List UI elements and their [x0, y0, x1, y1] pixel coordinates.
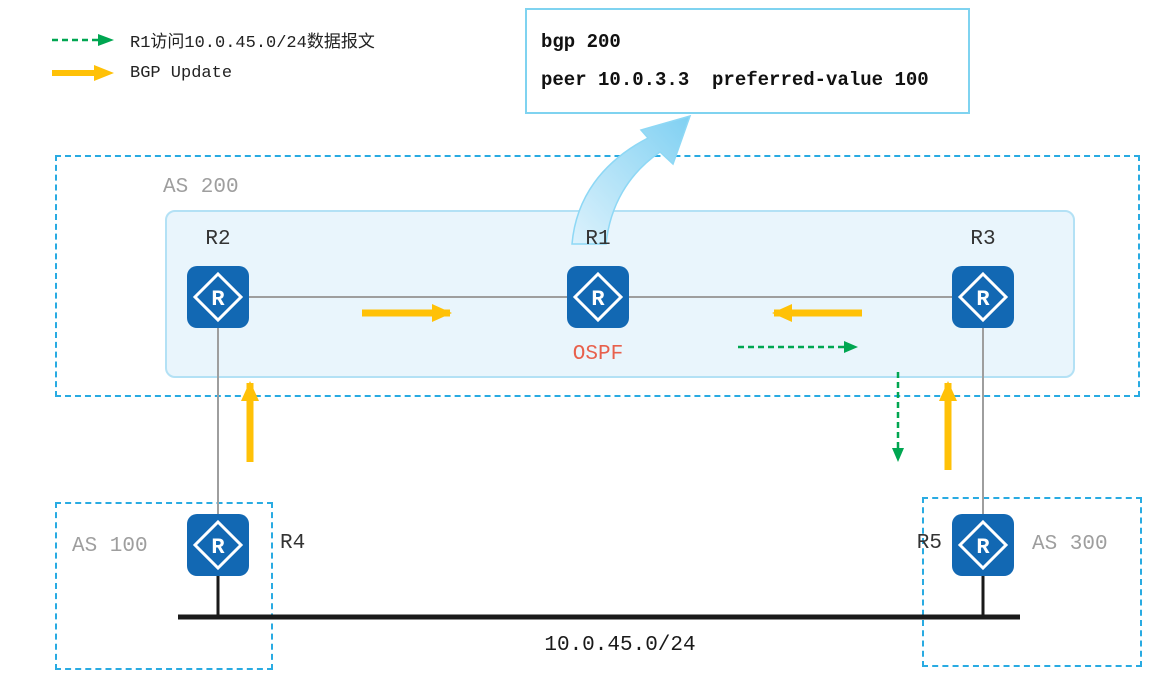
ospf-label: OSPF	[572, 343, 624, 366]
legend: R1访问10.0.45.0/24数据报文 BGP Update	[50, 30, 375, 83]
as300-label: AS 300	[1032, 533, 1108, 556]
svg-text:R: R	[591, 287, 605, 312]
legend-label-bgp-update: BGP Update	[130, 63, 233, 83]
svg-text:R: R	[976, 287, 990, 312]
green-dashed-arrow-icon	[52, 34, 114, 46]
legend-item-data-packet: R1访问10.0.45.0/24数据报文	[50, 30, 375, 53]
router-r5-label: R5	[916, 532, 942, 555]
router-r3-icon: R	[952, 266, 1014, 328]
router-r5-icon: R	[952, 514, 1014, 576]
config-line-bgp: bgp 200	[541, 30, 621, 53]
router-r2-label: R2	[205, 228, 231, 251]
subnet-label: 10.0.45.0/24	[544, 634, 696, 657]
legend-label-data-packet: R1访问10.0.45.0/24数据报文	[130, 34, 375, 53]
router-r4-icon: R	[187, 514, 249, 576]
svg-text:R: R	[211, 535, 225, 560]
router-r1-icon: R	[567, 266, 629, 328]
as100-zone	[55, 502, 273, 670]
as100-label: AS 100	[72, 535, 148, 558]
router-r1-label: R1	[585, 228, 611, 251]
yellow-arrow-icon	[52, 65, 114, 81]
router-r3-label: R3	[970, 228, 996, 251]
as300-zone	[922, 497, 1142, 667]
router-r2-icon: R	[187, 266, 249, 328]
bgp-config-callout: bgp 200 peer 10.0.3.3 preferred-value 10…	[525, 8, 970, 114]
router-r4-label: R4	[280, 532, 306, 555]
svg-text:R: R	[976, 535, 990, 560]
config-line-peer: peer 10.0.3.3 preferred-value 100	[541, 69, 929, 92]
svg-text:R: R	[211, 287, 225, 312]
legend-item-bgp-update: BGP Update	[50, 63, 375, 83]
lan-bus	[178, 570, 1020, 620]
as200-label: AS 200	[163, 176, 239, 199]
